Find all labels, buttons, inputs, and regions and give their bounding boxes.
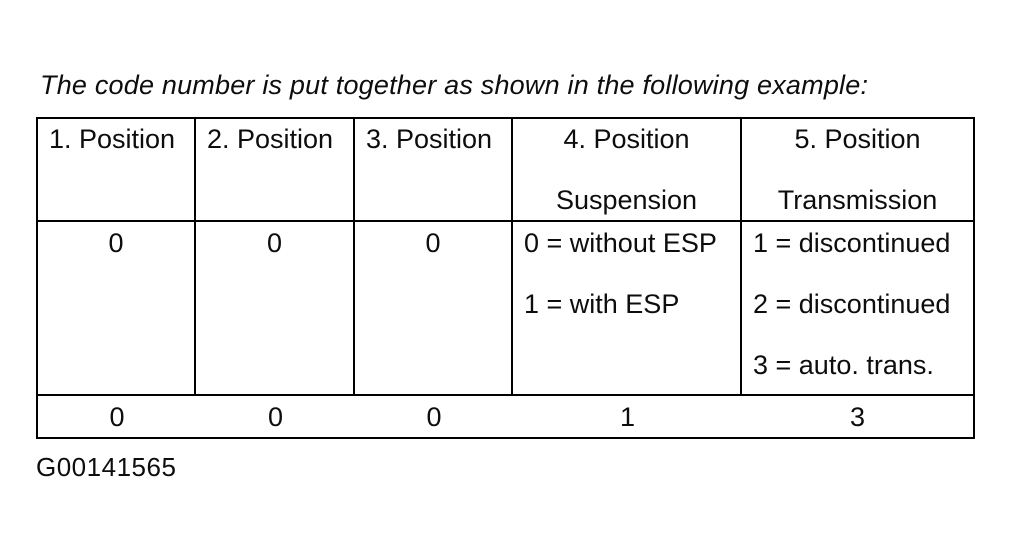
- header-line: Transmission: [777, 185, 938, 215]
- body-cell-position-3: 0: [355, 222, 513, 394]
- intro-text: The code number is put together as shown…: [40, 70, 869, 100]
- body-line: 1 = discontinued: [753, 228, 951, 258]
- header-cell-position-1: 1. Position: [38, 119, 196, 222]
- header-line: 5. Position: [794, 124, 921, 154]
- header-cell-position-5-transmission: 5. Position Transmission: [742, 119, 973, 222]
- result-cell-position-3: 0: [426, 401, 442, 432]
- body-cell-position-1: 0: [38, 222, 196, 394]
- table-body-row: 0 0 0 0 = without ESP 1 = with ESP 1 = d…: [38, 222, 973, 394]
- body-line: 3 = auto. trans.: [753, 350, 934, 380]
- header-line: 1. Position: [49, 124, 176, 154]
- header-cell-position-2: 2. Position: [196, 119, 355, 222]
- table-result-row: 0 0 0 1 3: [38, 394, 973, 437]
- body-cell-suspension-legend: 0 = without ESP 1 = with ESP: [513, 222, 742, 394]
- result-cell-position-2: 0: [267, 401, 284, 432]
- header-cell-position-4-suspension: 4. Position Suspension: [513, 119, 742, 222]
- header-cell-position-3: 3. Position: [355, 119, 513, 222]
- body-cell-transmission-legend: 1 = discontinued 2 = discontinued 3 = au…: [742, 222, 973, 394]
- header-line: 4. Position: [563, 124, 690, 154]
- result-cell-position-1: 0: [109, 401, 125, 432]
- result-cell-position-4: 1: [619, 401, 636, 432]
- result-cell-position-5: 3: [849, 401, 866, 432]
- table-header-row: 1. Position 2. Position 3. Position 4. P…: [38, 119, 973, 222]
- body-cell-position-2: 0: [196, 222, 355, 394]
- code-number-table: 1. Position 2. Position 3. Position 4. P…: [36, 117, 975, 439]
- body-line: 1 = with ESP: [524, 289, 680, 319]
- header-line: 2. Position: [207, 124, 334, 154]
- body-line: 0: [266, 228, 283, 258]
- body-line: 0: [108, 228, 124, 258]
- figure-id: G00141565: [36, 452, 177, 482]
- body-line: 2 = discontinued: [753, 289, 951, 319]
- header-line: Suspension: [555, 185, 698, 215]
- header-line: 3. Position: [366, 124, 493, 154]
- body-line: 0 = without ESP: [524, 228, 717, 258]
- body-line: 0: [425, 228, 441, 258]
